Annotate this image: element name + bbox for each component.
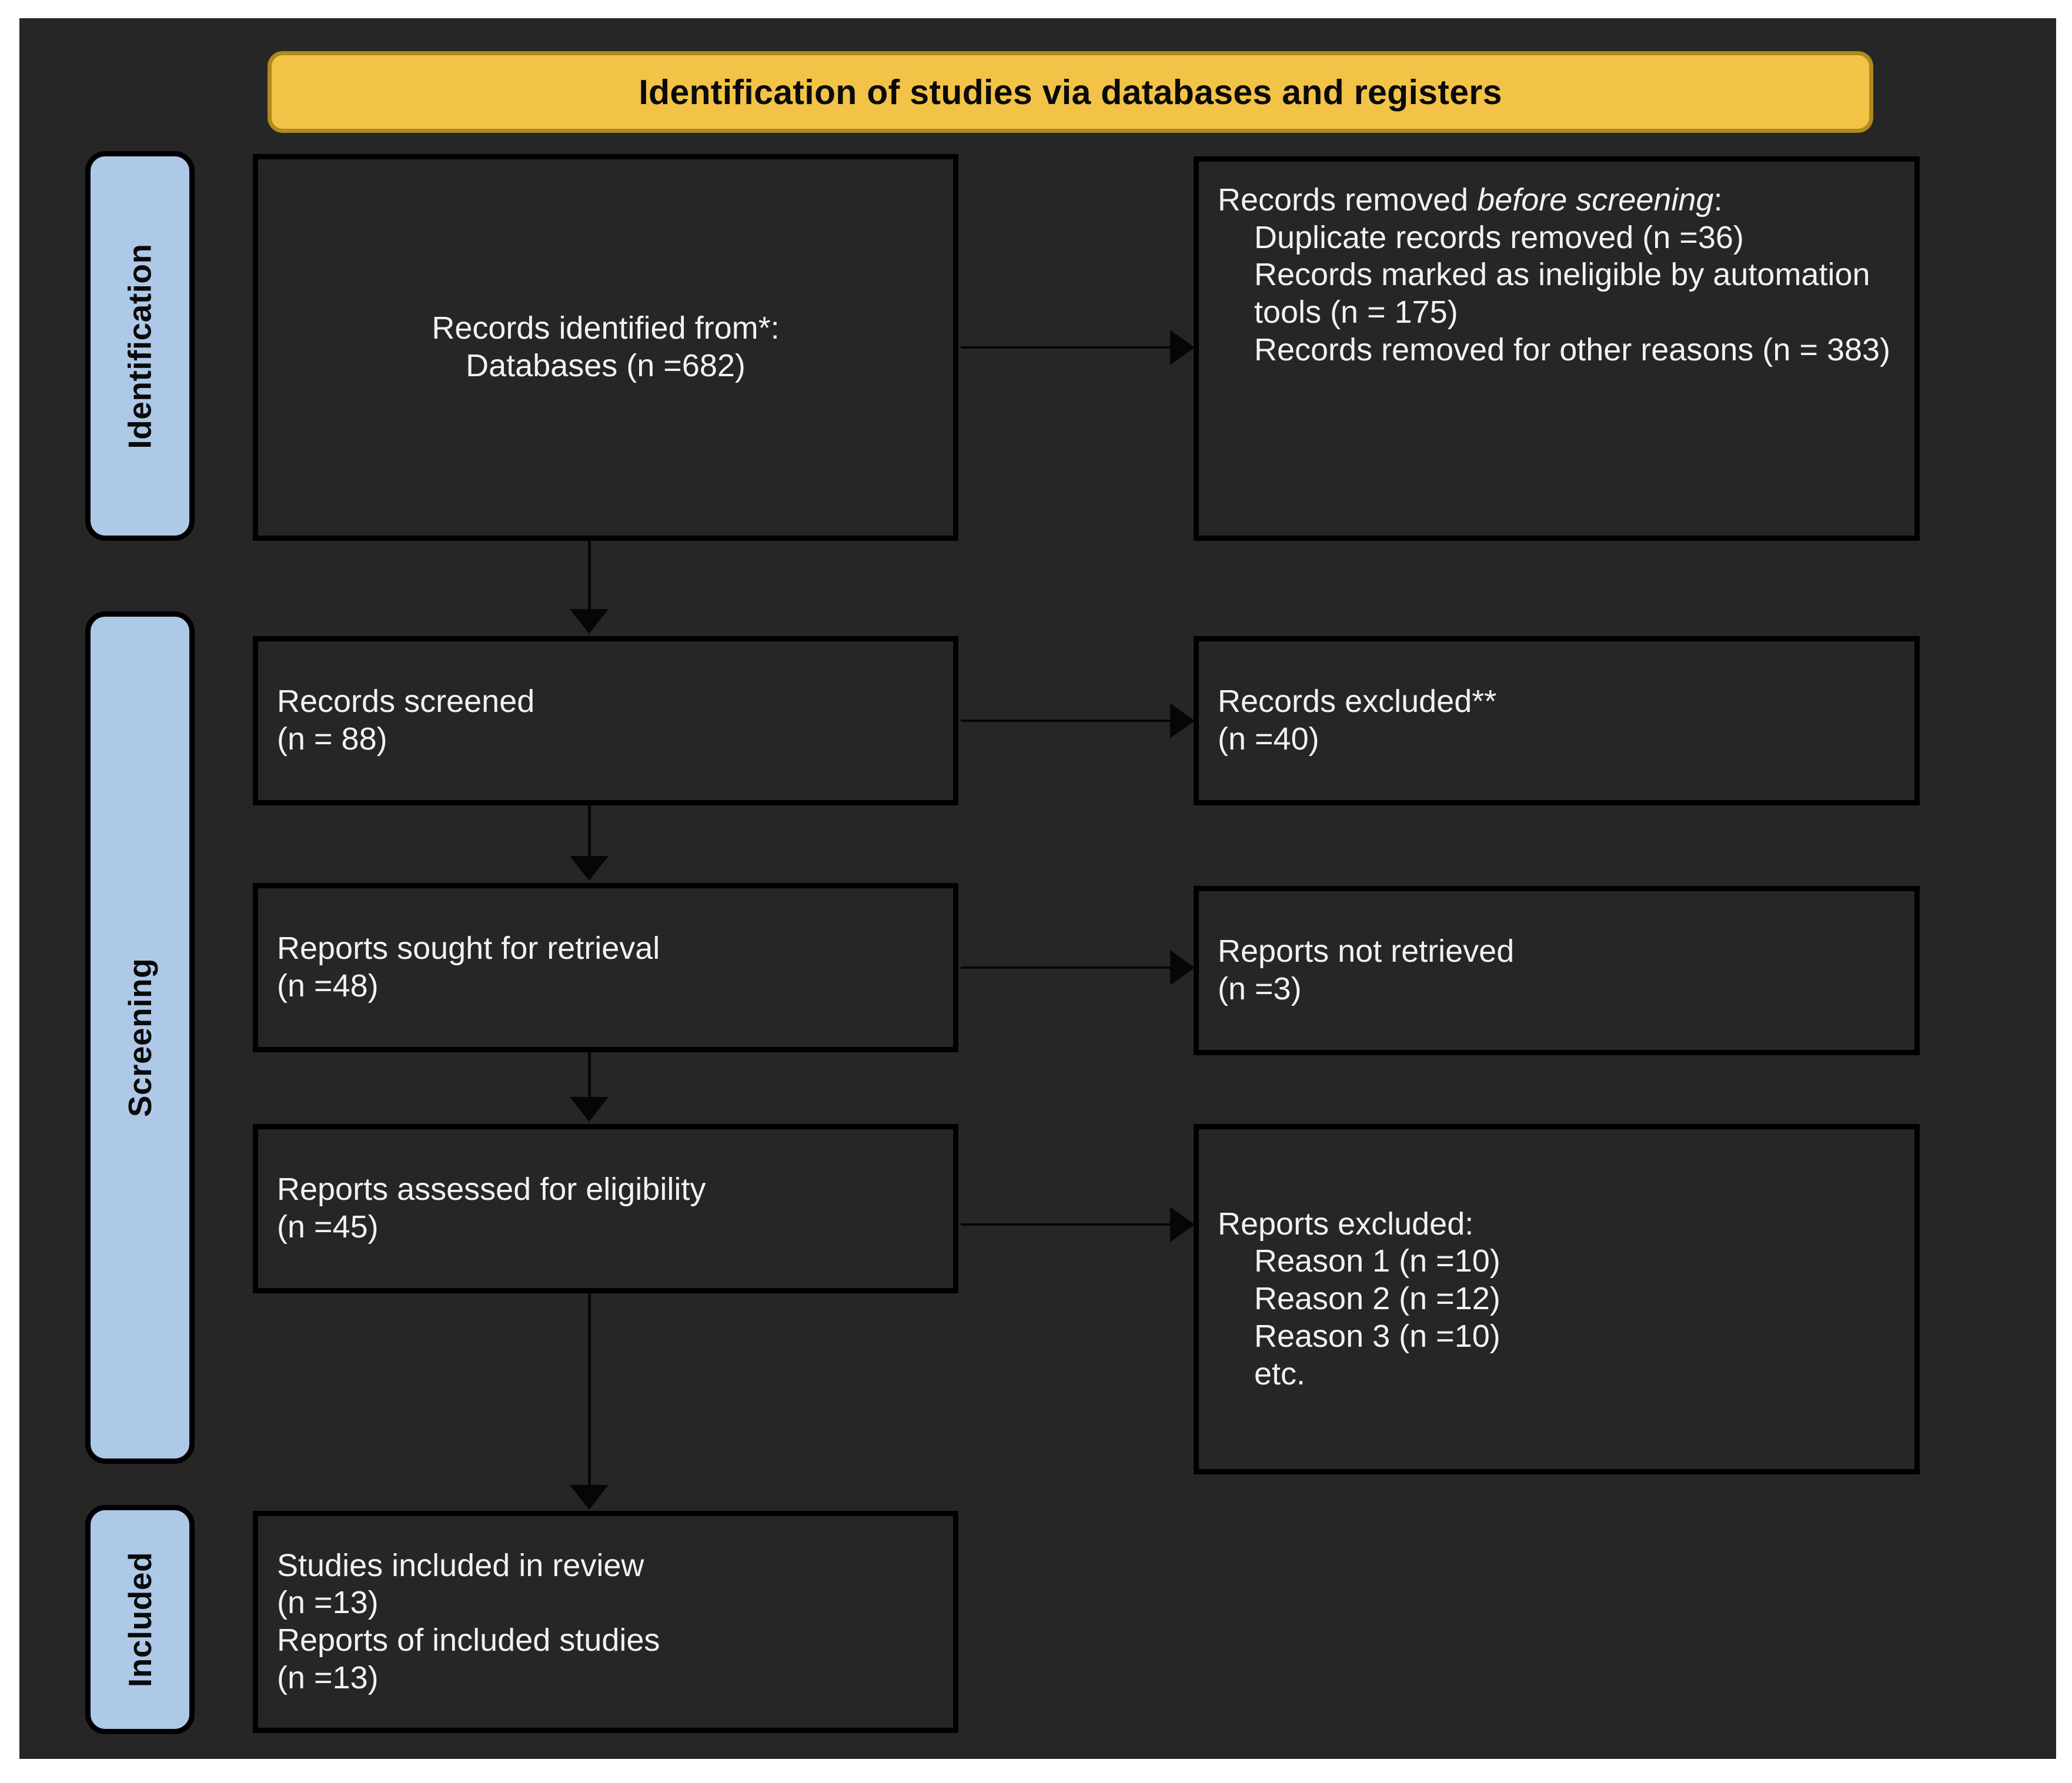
box-reports-sought: Reports sought for retrieval (n =48) [253,883,958,1052]
connector-sought-to-notretrieved-line [961,966,1171,969]
records-removed-heading-a: Records removed [1218,182,1478,218]
reports-not-retrieved-line-1: Reports not retrieved [1218,934,1515,969]
records-removed-heading-italic: before screening [1477,182,1714,218]
connector-assessed-to-included-arrow [570,1485,609,1510]
records-screened-line-2: (n = 88) [277,721,387,757]
reports-excluded-reason-3: Reason 3 (n =10) [1254,1318,1500,1354]
box-reports-excluded: Reports excluded: Reason 1 (n =10) Reaso… [1194,1124,1920,1474]
stage-label-screening: Screening [85,611,195,1464]
box-records-excluded: Records excluded** (n =40) [1194,636,1920,805]
box-records-removed: Records removed before screening: Duplic… [1194,156,1920,541]
reports-sought-line-2: (n =48) [277,968,379,1003]
studies-included-line-3: Reports of included studies [277,1623,660,1658]
studies-included-line-4: (n =13) [277,1660,379,1695]
connector-identified-to-removed-line [961,346,1171,349]
records-removed-item-duplicates: Duplicate records removed (n =36) [1254,219,1744,255]
connector-sought-to-assessed-line [588,1052,591,1099]
diagram-panel: Identification of studies via databases … [19,18,2056,1759]
connector-screened-to-sought-arrow [570,856,609,881]
reports-excluded-etc: etc. [1254,1356,1306,1391]
records-identified-line-1: Records identified from*: [432,310,780,346]
records-removed-item-automation: Records marked as ineligible by automati… [1254,257,1879,330]
records-removed-heading-c: : [1713,182,1723,218]
connector-identified-to-removed-arrow [1170,330,1195,365]
connector-assessed-to-excluded-arrow [1170,1207,1195,1242]
stage-label-included-text: Included [122,1551,158,1688]
studies-included-line-1: Studies included in review [277,1547,644,1583]
box-studies-included: Studies included in review (n =13) Repor… [253,1511,958,1733]
stage-label-identification-text: Identification [122,243,159,449]
connector-identified-to-screened-arrow [570,609,609,634]
connector-assessed-to-excluded-line [961,1223,1171,1226]
connector-sought-to-assessed-arrow [570,1097,609,1122]
reports-sought-line-1: Reports sought for retrieval [277,931,660,966]
reports-excluded-reason-2: Reason 2 (n =12) [1254,1281,1500,1317]
reports-not-retrieved-line-2: (n =3) [1218,971,1302,1006]
connector-identified-to-screened-line [588,541,591,611]
reports-excluded-reason-1: Reason 1 (n =10) [1254,1243,1500,1279]
connector-screened-to-excluded-arrow [1170,703,1195,738]
connector-sought-to-notretrieved-arrow [1170,950,1195,985]
studies-included-line-2: (n =13) [277,1585,379,1621]
diagram-header-banner: Identification of studies via databases … [268,51,1873,133]
box-reports-not-retrieved: Reports not retrieved (n =3) [1194,886,1920,1055]
box-records-screened: Records screened (n = 88) [253,636,958,805]
records-excluded-line-2: (n =40) [1218,721,1319,757]
records-excluded-line-1: Records excluded** [1218,684,1497,720]
records-removed-heading: Records removed before screening: [1218,182,1896,219]
reports-excluded-heading: Reports excluded: [1218,1206,1474,1242]
records-removed-item-other: Records removed for other reasons (n = 3… [1254,332,1891,367]
connector-screened-to-excluded-line [961,720,1171,722]
records-screened-line-1: Records screened [277,684,535,720]
reports-assessed-line-2: (n =45) [277,1209,379,1245]
stage-label-included: Included [85,1505,195,1734]
reports-assessed-line-1: Reports assessed for eligibility [277,1172,706,1207]
connector-screened-to-sought-line [588,805,591,858]
connector-assessed-to-included-line [588,1293,591,1487]
box-records-identified: Records identified from*: Databases (n =… [253,154,958,541]
page-title: Identification of studies via databases … [639,72,1502,112]
stage-label-screening-text: Screening [122,958,158,1118]
box-reports-assessed: Reports assessed for eligibility (n =45) [253,1124,958,1293]
records-identified-line-2: Databases (n =682) [466,348,746,383]
stage-label-identification: Identification [85,151,195,541]
